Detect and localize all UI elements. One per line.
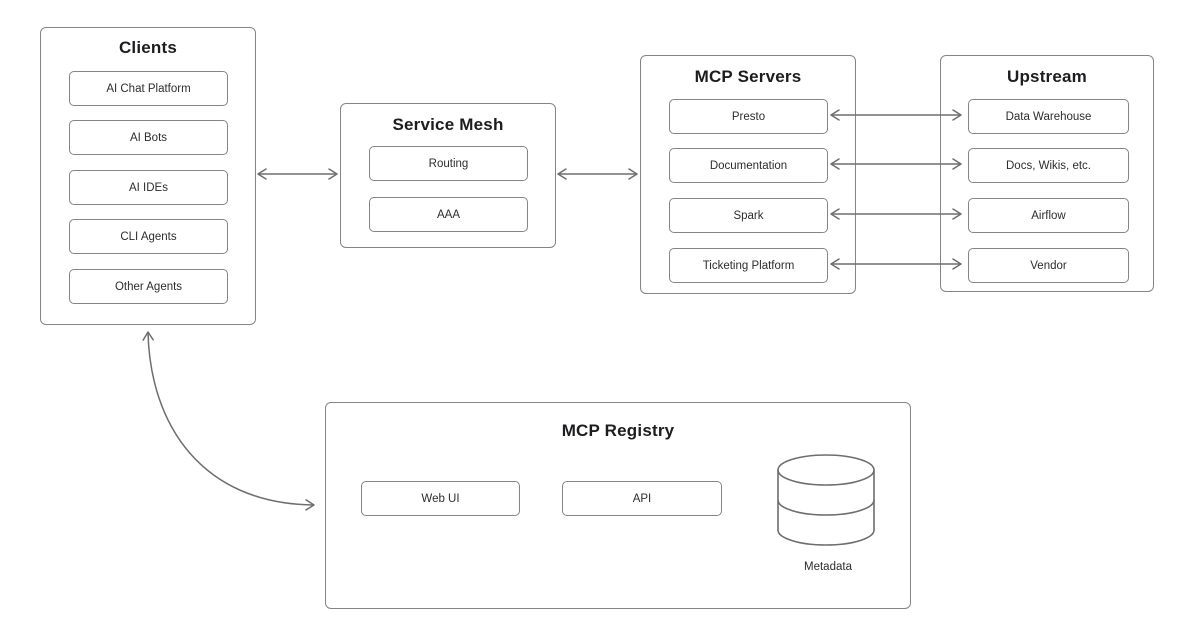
- node-cli-agents: CLI Agents: [69, 219, 228, 254]
- group-title-mcp-registry: MCP Registry: [561, 421, 675, 440]
- node-ai-ides: AI IDEs: [69, 170, 228, 205]
- node-airflow: Airflow: [968, 198, 1129, 233]
- node-web-ui: Web UI: [361, 481, 520, 516]
- node-ticketing-platform: Ticketing Platform: [669, 248, 828, 283]
- node-data-warehouse: Data Warehouse: [968, 99, 1129, 134]
- node-documentation: Documentation: [669, 148, 828, 183]
- node-api: API: [562, 481, 722, 516]
- group-mcp-registry: MCP Registry Web UI API Metadata: [325, 402, 911, 609]
- node-aaa: AAA: [369, 197, 528, 232]
- node-ai-bots: AI Bots: [69, 120, 228, 155]
- node-other-agents: Other Agents: [69, 269, 228, 304]
- node-vendor: Vendor: [968, 248, 1129, 283]
- group-title-mcp-servers: MCP Servers: [694, 67, 802, 86]
- group-service-mesh: Service Mesh Routing AAA: [340, 103, 556, 248]
- arrow-clients-mcp-registry: [142, 331, 315, 511]
- database-label: Metadata: [804, 561, 852, 573]
- group-title-clients: Clients: [118, 38, 178, 57]
- group-title-upstream: Upstream: [1006, 67, 1088, 86]
- group-upstream: Upstream Data Warehouse Docs, Wikis, etc…: [940, 55, 1154, 292]
- group-title-service-mesh: Service Mesh: [392, 115, 504, 134]
- group-mcp-servers: MCP Servers Presto Documentation Spark T…: [640, 55, 856, 294]
- node-docs-wikis: Docs, Wikis, etc.: [968, 148, 1129, 183]
- group-clients: Clients AI Chat Platform AI Bots AI IDEs…: [40, 27, 256, 325]
- node-presto: Presto: [669, 99, 828, 134]
- node-ai-chat-platform: AI Chat Platform: [69, 71, 228, 106]
- node-spark: Spark: [669, 198, 828, 233]
- node-routing: Routing: [369, 146, 528, 181]
